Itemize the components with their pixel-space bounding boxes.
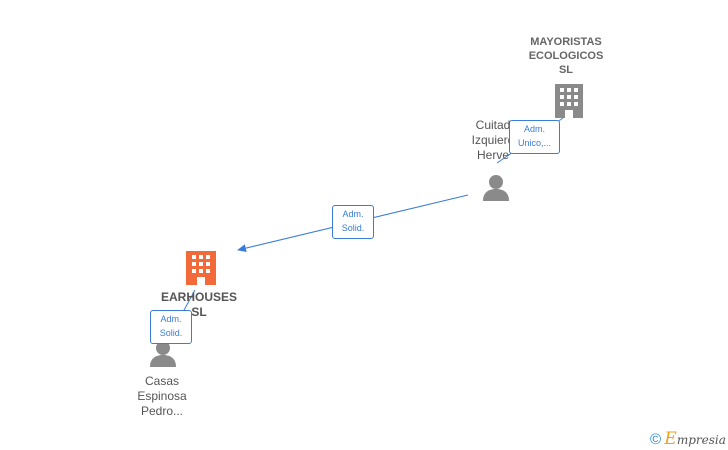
company-node-mayoristas[interactable]: MAYORISTAS ECOLOGICOS SL xyxy=(516,35,616,77)
edge-label-adm-solid[interactable]: Adm. Solid. xyxy=(150,310,192,344)
person-icon xyxy=(150,341,176,367)
node-label-line: Espinosa xyxy=(137,389,187,403)
brand-initial: E xyxy=(664,429,677,449)
node-label-line: MAYORISTAS xyxy=(530,36,602,48)
brand-footer: © Empresia xyxy=(650,429,726,449)
brand-name: mpresia xyxy=(676,433,726,447)
building-icon xyxy=(186,251,216,285)
person-node-casas[interactable]: Casas Espinosa Pedro... xyxy=(120,374,204,419)
person-node-cuitadas[interactable]: Cuitad Izquierd Herve xyxy=(455,118,531,163)
edge-label-line: Adm. xyxy=(523,124,545,134)
edge-label-adm-unico[interactable]: Adm. Unico,... xyxy=(509,120,560,154)
copyright-icon: © xyxy=(650,431,662,448)
edge-label-line: Adm. xyxy=(342,209,364,219)
edge-label-line: Adm. xyxy=(160,314,182,324)
person-icon xyxy=(483,175,509,201)
edge-label-adm-solid[interactable]: Adm. Solid. xyxy=(332,205,374,239)
node-label-line: ECOLOGICOS xyxy=(528,50,604,62)
node-label-line: Pedro... xyxy=(140,404,184,418)
node-label-line: Izquierd xyxy=(471,133,515,147)
edge-label-line: Unico,... xyxy=(517,138,551,148)
node-label-line: SL xyxy=(558,64,574,76)
node-label-line: Herve xyxy=(476,148,509,162)
node-label-line: EARHOUSES xyxy=(160,290,237,304)
company-node-earhouses[interactable]: EARHOUSES SL xyxy=(149,290,249,320)
node-label-line: Casas xyxy=(144,374,179,388)
edge-label-line: Solid. xyxy=(159,328,183,338)
node-label-line: SL xyxy=(191,305,207,319)
edge-label-line: Solid. xyxy=(341,223,365,233)
building-icon xyxy=(555,84,583,118)
brand-logo: Empresia xyxy=(664,429,726,449)
node-label-line: Cuitad xyxy=(475,118,511,132)
